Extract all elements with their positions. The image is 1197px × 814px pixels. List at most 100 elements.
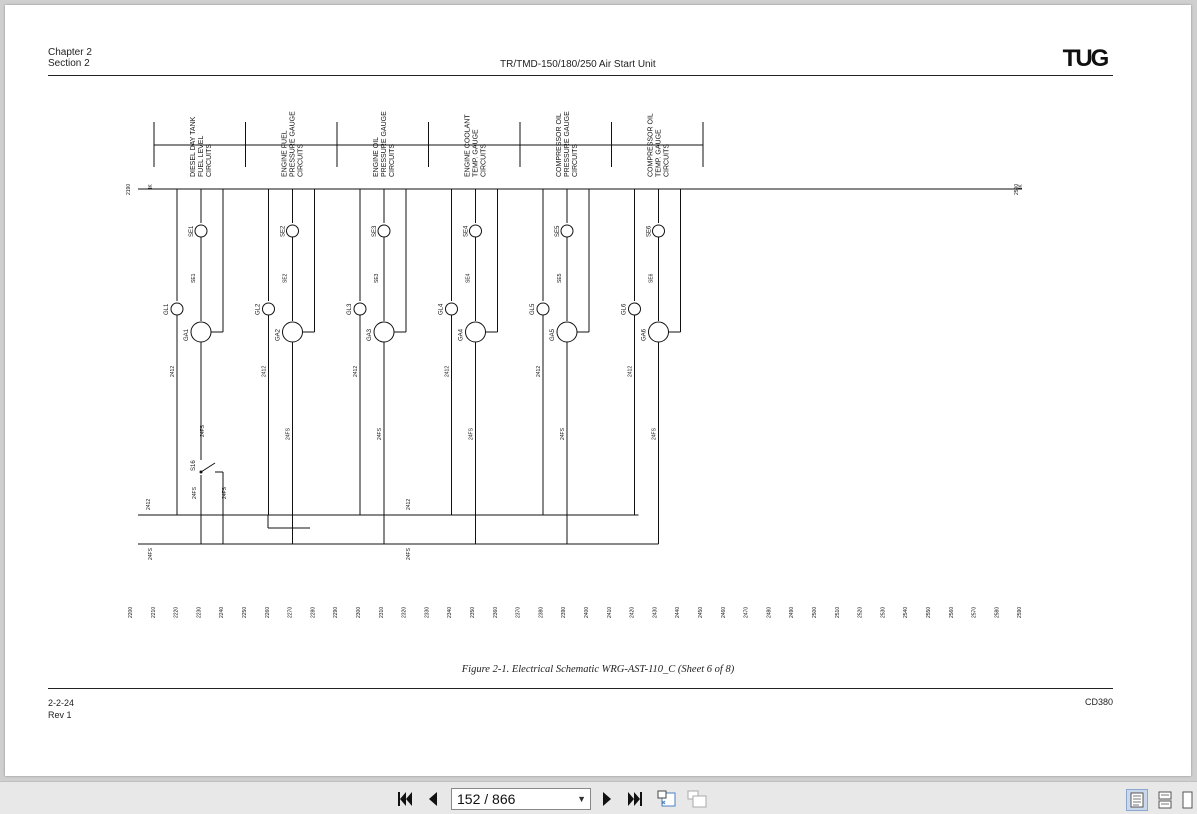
sender-label: SE5 xyxy=(555,225,561,237)
gauge-label: GA6 xyxy=(642,328,648,341)
circuit-label-text: ENGINE OIL xyxy=(373,137,380,177)
sender-wire-label: SE6 xyxy=(649,273,655,283)
line-number: 2510 xyxy=(835,607,841,618)
page-indicator-text: 152 / 866 xyxy=(457,791,516,807)
circuit-label-text: FUEL LEVEL xyxy=(198,136,205,177)
line-number: 2500 xyxy=(812,607,818,618)
sender-symbol xyxy=(377,224,391,238)
bus-reference: IK xyxy=(148,184,154,189)
lamp-symbol xyxy=(445,302,458,316)
circuit-label-text: COMPRESSOR OIL xyxy=(648,113,655,177)
fit-page-button[interactable] xyxy=(656,790,678,808)
line-number: 2250 xyxy=(242,607,248,618)
circuit-label-text: PRESSURE GAUGE xyxy=(290,111,297,177)
sender-label: SE6 xyxy=(647,225,653,237)
gauge-symbol xyxy=(648,321,669,343)
last-page-button[interactable] xyxy=(626,790,644,808)
sender-wire-label: SE2 xyxy=(283,273,289,283)
gauge-symbol xyxy=(465,321,486,343)
first-page-button[interactable] xyxy=(396,790,414,808)
lamp-symbol xyxy=(628,302,641,316)
sender-label: SE2 xyxy=(281,225,287,237)
sender-symbol xyxy=(469,224,482,238)
lamp-label: GL2 xyxy=(256,303,262,315)
fit-width-button[interactable] xyxy=(686,790,708,808)
line-number: 2340 xyxy=(447,607,453,618)
wire-label: 2412 xyxy=(262,366,268,377)
header-chapter: Chapter 2 xyxy=(48,47,92,58)
previous-page-icon xyxy=(429,792,437,806)
fit-page-icon xyxy=(657,790,676,807)
circuit-label-text: CIRCUITS xyxy=(481,144,488,177)
wire-label: 24FS xyxy=(148,547,154,560)
line-number: 2490 xyxy=(789,607,795,618)
two-page-view-button[interactable] xyxy=(1180,789,1194,811)
wire-label: 2412 xyxy=(146,499,152,510)
wire-label: 24FS xyxy=(560,427,566,440)
line-number: 2210 xyxy=(151,607,157,618)
next-page-icon xyxy=(603,792,611,806)
circuit-label-text: PRESSURE GAUGE xyxy=(564,111,571,177)
line-number: 2540 xyxy=(903,607,909,618)
line-number: 2200 xyxy=(128,607,134,618)
circuit-label-text: CIRCUITS xyxy=(389,144,396,177)
wire-label: 2412 xyxy=(536,366,542,377)
lamp-label: GL6 xyxy=(622,303,628,315)
footer-left: 2-2-24 Rev 1 xyxy=(48,697,74,721)
line-number: 2450 xyxy=(698,607,704,618)
gauge-label: GA5 xyxy=(550,328,556,341)
continuous-view-button[interactable] xyxy=(1154,789,1176,811)
wire-label: 2412 xyxy=(353,366,359,377)
single-page-view-button[interactable] xyxy=(1126,789,1148,811)
line-number: 2280 xyxy=(310,607,316,618)
lamp-symbol xyxy=(170,302,184,316)
lamp-symbol xyxy=(536,302,550,316)
footer-page-number: 2-2-24 xyxy=(48,698,75,708)
circuit-label-text: COMPRESSOR OIL xyxy=(556,113,563,177)
previous-page-button[interactable] xyxy=(424,790,442,808)
wire-label: 24FS xyxy=(469,427,475,440)
sender-symbol xyxy=(560,224,574,238)
line-number: 2350 xyxy=(470,607,476,618)
line-number: 2240 xyxy=(219,607,225,618)
header-chapter-section: Chapter 2 Section 2 xyxy=(48,47,92,69)
fit-width-icon xyxy=(687,790,707,808)
two-page-icon xyxy=(1182,791,1193,809)
wire-label: 24FS xyxy=(377,427,383,440)
lamp-label: GL4 xyxy=(439,303,445,315)
last-page-icon xyxy=(628,792,642,806)
wire-label: 24FS xyxy=(406,547,412,560)
sender-symbol xyxy=(652,224,665,238)
page-number-input[interactable]: 152 / 866 ▼ xyxy=(451,788,591,810)
line-number: 2400 xyxy=(584,607,590,618)
pdf-toolbar: 152 / 866 ▼ xyxy=(0,781,1197,814)
line-number: 2320 xyxy=(402,607,408,618)
figure-caption: Figure 2-1. Electrical Schematic WRG-AST… xyxy=(461,664,735,675)
tug-logo: TUG xyxy=(1063,45,1111,69)
bus-reference: IK xyxy=(1018,184,1024,189)
line-number: 2530 xyxy=(880,607,886,618)
header-title: TR/TMD-150/180/250 Air Start Unit xyxy=(500,59,656,70)
next-page-button[interactable] xyxy=(598,790,616,808)
gauge-label: GA3 xyxy=(367,328,373,341)
line-number: 2480 xyxy=(766,607,772,618)
line-number: 2550 xyxy=(926,607,932,618)
line-number: 2310 xyxy=(379,607,385,618)
circuit-label-text: CIRCUITS xyxy=(206,144,213,177)
line-number: 2590 xyxy=(1017,607,1023,618)
line-number: 2420 xyxy=(630,607,636,618)
line-number: 2230 xyxy=(196,607,202,618)
footer-rule xyxy=(48,688,1113,689)
circuit-label-text: CIRCUITS xyxy=(298,144,305,177)
lamp-symbol xyxy=(353,302,367,316)
line-number: 2560 xyxy=(949,607,955,618)
logo-text: TUG xyxy=(1063,45,1109,69)
line-number: 2460 xyxy=(721,607,727,618)
lamp-label: GL3 xyxy=(347,303,353,315)
line-number: 2410 xyxy=(607,607,613,618)
line-number: 2440 xyxy=(675,607,681,618)
bus-reference: 2590 xyxy=(1014,184,1020,195)
gauge-symbol xyxy=(190,321,212,343)
gauge-symbol xyxy=(373,321,395,343)
